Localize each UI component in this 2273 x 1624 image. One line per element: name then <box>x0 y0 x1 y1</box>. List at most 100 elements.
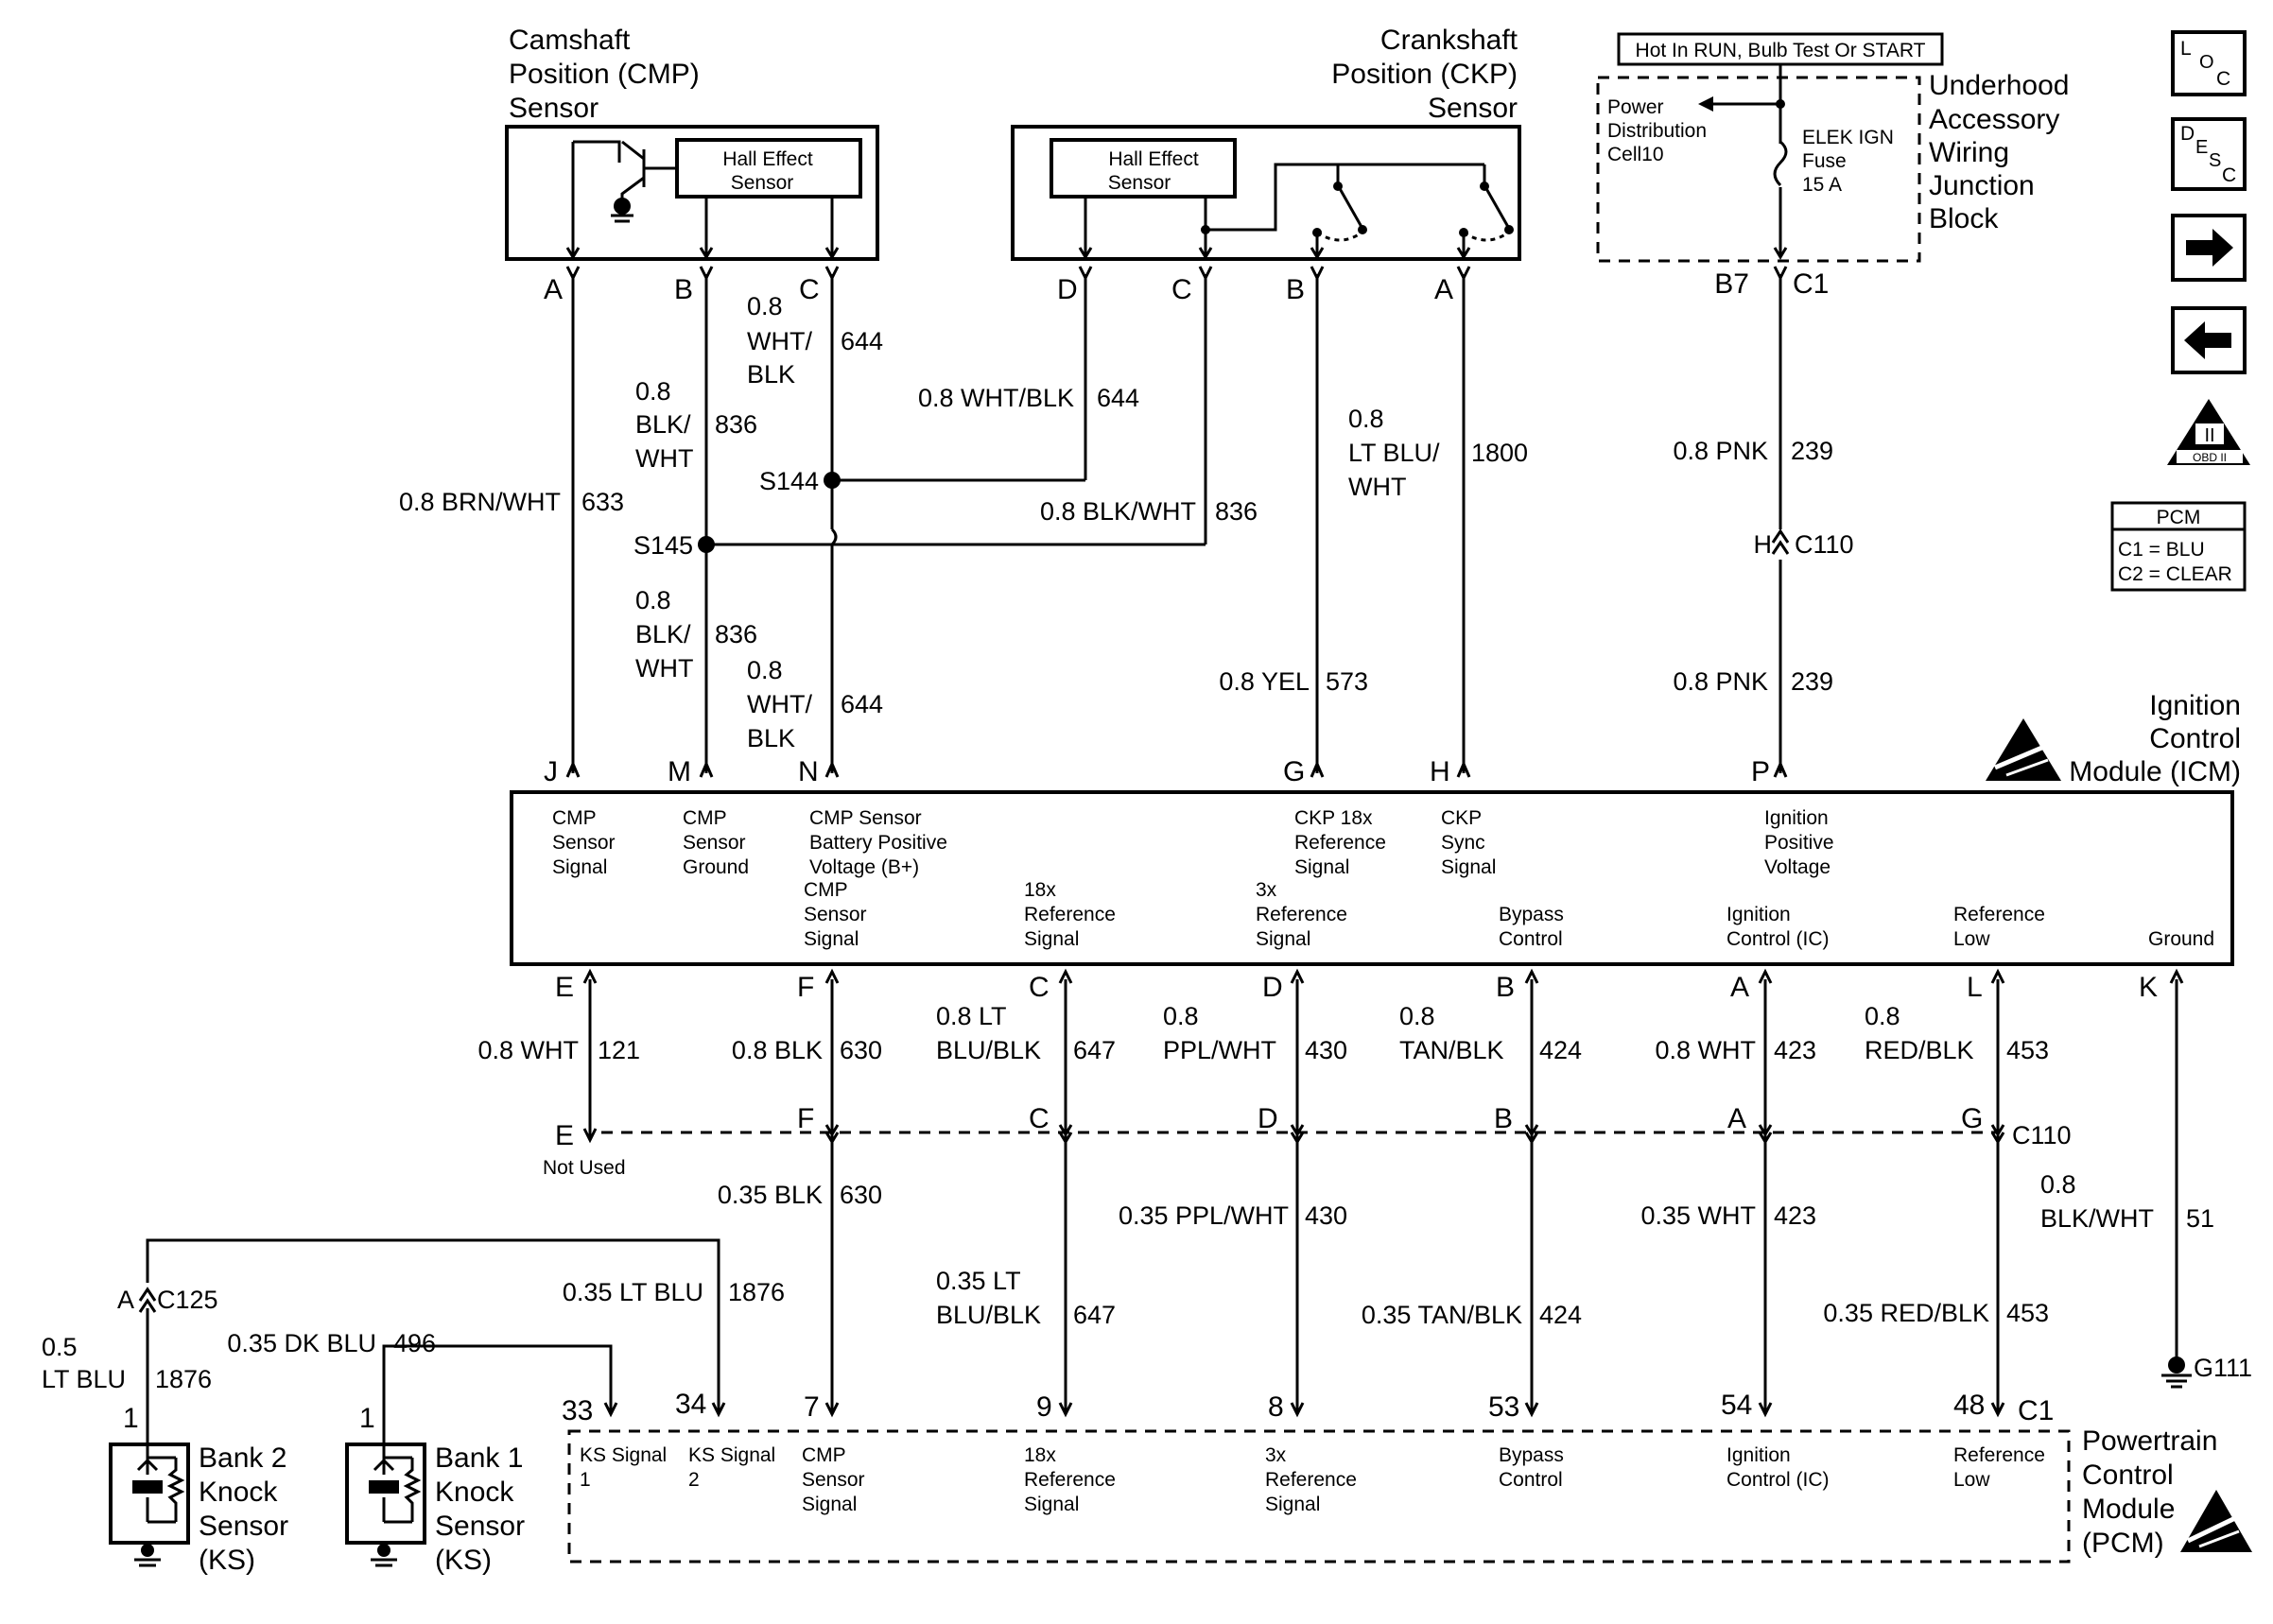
wire-1876-ks-color: LT BLU <box>42 1365 126 1393</box>
svg-text:KS Signal: KS Signal <box>580 1444 667 1466</box>
svg-text:CMP: CMP <box>552 807 597 829</box>
wire-424-number: 424 <box>1539 1036 1582 1064</box>
wire-630-pcm-number: 630 <box>840 1181 882 1209</box>
knock-sensor-icon <box>369 1431 422 1567</box>
junction-title-3: Wiring <box>1929 137 2009 168</box>
camshaft-sensor: Camshaft Position (CMP) Sensor Hall Effe… <box>505 25 879 305</box>
ground-g111-label: G111 <box>2194 1354 2252 1382</box>
splice-s144-label: S144 <box>759 467 819 495</box>
svg-text:Reference: Reference <box>1953 1444 2045 1466</box>
svg-text:Reference: Reference <box>1265 1469 1357 1491</box>
svg-text:S: S <box>2209 150 2221 171</box>
wire-647-color: BLU/BLK <box>936 1036 1041 1064</box>
wire-630-pcm-color: 0.35 BLK <box>718 1181 823 1209</box>
ks-bank2-title-1: Bank 2 <box>199 1443 286 1474</box>
svg-text:Signal: Signal <box>1256 928 1310 950</box>
svg-text:CMP: CMP <box>683 807 727 829</box>
svg-text:Sensor: Sensor <box>552 832 616 854</box>
ks-bank2-title-3: Sensor <box>199 1511 288 1542</box>
svg-text:Ground: Ground <box>683 856 749 878</box>
svg-text:Control (IC): Control (IC) <box>1726 1469 1830 1491</box>
wire-51-color: BLK/WHT <box>2040 1204 2154 1233</box>
ks-bank1-title-1: Bank 1 <box>435 1443 523 1474</box>
hot-in-run-label: Hot In RUN, Bulb Test Or START <box>1636 40 1926 61</box>
wire-573-color: 0.8 YEL <box>1219 667 1310 696</box>
wire-630-color: 0.8 BLK <box>732 1036 823 1064</box>
wire-430-number: 430 <box>1305 1036 1347 1064</box>
icm-pin-c: C <box>1029 972 1050 1003</box>
svg-text:Ignition: Ignition <box>1764 807 1829 829</box>
wire-51-number: 51 <box>2186 1204 2214 1233</box>
obd-ii-icon: II OBD II <box>2167 399 2250 465</box>
wire-647-pcm-number: 647 <box>1073 1301 1116 1329</box>
wire-644-top-number: 644 <box>841 327 883 355</box>
knock-sensor-icon <box>132 1431 185 1567</box>
wire-836-top-gauge: 0.8 <box>635 377 671 406</box>
wire-453-pcm-number: 453 <box>2006 1299 2049 1327</box>
svg-text:Reference: Reference <box>1256 904 1347 925</box>
icm-pin-g: G <box>1283 756 1305 787</box>
not-used-label: Not Used <box>543 1157 626 1179</box>
icm-pin-e: E <box>555 972 574 1003</box>
wire-239-top-number: 239 <box>1791 437 1833 465</box>
svg-text:II: II <box>2204 425 2214 446</box>
loc-icon[interactable]: L O C <box>2171 30 2247 96</box>
icm-pin-k: K <box>2139 972 2158 1003</box>
svg-text:C1 = BLU: C1 = BLU <box>2118 539 2205 561</box>
ckp-pin-d: D <box>1057 274 1078 305</box>
wire-836-bot-number: 836 <box>715 620 757 648</box>
ckp-title-line2: Position (CKP) <box>1331 59 1518 90</box>
side-icons[interactable]: L O C D E S C II OBD II PC <box>2110 30 2250 592</box>
junction-block-box <box>1596 76 1921 263</box>
c110-pin-d: D <box>1258 1103 1278 1134</box>
c110-upper-pin: H <box>1754 530 1773 559</box>
svg-text:E: E <box>2195 137 2208 158</box>
svg-text:Voltage (B+): Voltage (B+) <box>809 856 919 878</box>
desc-icon[interactable]: D E S C <box>2171 117 2247 191</box>
esd-warning-icon <box>2180 1490 2252 1552</box>
wire-647-gauge: 0.8 LT <box>936 1002 1007 1030</box>
cmp-title-line3: Sensor <box>509 93 599 124</box>
wire-424-pcm-color: 0.35 TAN/BLK <box>1362 1301 1522 1329</box>
wire-644-bot-color2: BLK <box>747 724 795 752</box>
svg-text:Sensor: Sensor <box>804 904 867 925</box>
svg-text:Signal: Signal <box>1294 856 1349 878</box>
knock-sensor-bank2: 1 Bank 2 Knock Sensor (KS) <box>109 1403 288 1576</box>
icm-title-1: Ignition <box>2149 690 2241 721</box>
icm-pin-p: P <box>1751 756 1770 787</box>
cmp-hall-label-1: Hall Effect <box>722 148 812 170</box>
wire-453-number: 453 <box>2006 1036 2049 1064</box>
pcm-pin-8: 8 <box>1268 1391 1284 1423</box>
svg-text:Ground: Ground <box>2148 928 2214 950</box>
splice-s144-dot <box>824 472 841 489</box>
svg-text:CKP 18x: CKP 18x <box>1294 807 1373 829</box>
next-page-arrow-icon[interactable] <box>2171 214 2247 282</box>
svg-text:Ignition: Ignition <box>1726 1444 1791 1466</box>
wire-644-top-color1: WHT/ <box>747 327 812 355</box>
c110-pin-b: B <box>1494 1103 1513 1134</box>
ckp-pin-c: C <box>1171 274 1192 305</box>
svg-text:Signal: Signal <box>802 1494 857 1515</box>
prev-page-arrow-icon[interactable] <box>2171 306 2247 374</box>
svg-text:C: C <box>2222 164 2236 186</box>
c110-lower-label: C110 <box>2012 1121 2072 1149</box>
wire-423-pcm-number: 423 <box>1774 1201 1816 1230</box>
junction-title-1: Underhood <box>1929 70 2069 101</box>
pcm-pin-54: 54 <box>1721 1390 1752 1421</box>
icm-title-2: Control <box>2149 723 2241 754</box>
svg-text:1: 1 <box>580 1469 591 1491</box>
icm-pin-h: H <box>1430 756 1450 787</box>
ignition-control-module: Ignition Control Module (ICM) J M N G H … <box>510 690 2241 1003</box>
cmp-pin-b: B <box>674 274 693 305</box>
wire-121-color: 0.8 WHT <box>477 1036 579 1064</box>
wire-239-bot-number: 239 <box>1791 667 1833 696</box>
ks-bank1-pin: 1 <box>359 1403 375 1434</box>
svg-text:18x: 18x <box>1024 1444 1056 1466</box>
splice-s145-dot <box>698 536 715 553</box>
power-distribution-line3: Cell10 <box>1607 144 1664 165</box>
wire-239-bot-color: 0.8 PNK <box>1673 667 1768 696</box>
svg-text:Control: Control <box>1499 1469 1563 1491</box>
svg-text:Signal: Signal <box>804 928 859 950</box>
pcm-connector-c1: C1 <box>2018 1395 2054 1426</box>
wire-453-color: RED/BLK <box>1865 1036 1974 1064</box>
